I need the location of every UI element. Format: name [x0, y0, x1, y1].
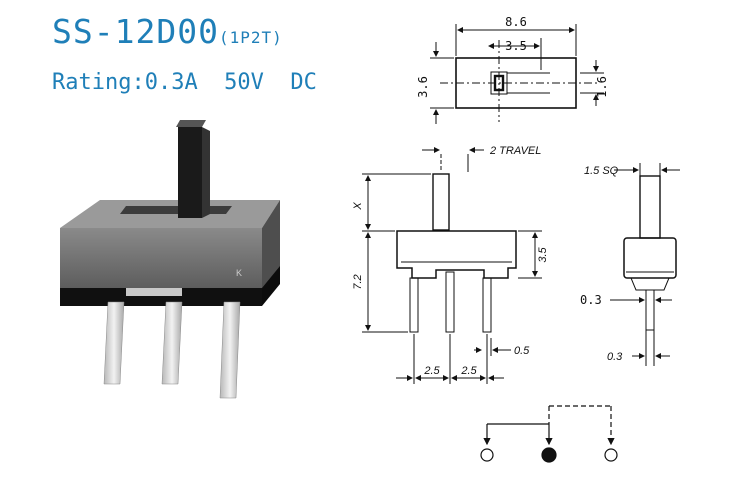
top-slider-height-label: 1.6: [595, 76, 609, 98]
side-view-drawing: [610, 163, 680, 366]
travel-label: 2 TRAVEL: [489, 145, 541, 157]
total-height-label: 7.2: [352, 274, 364, 289]
top-height-label: 3.6: [416, 76, 430, 98]
top-view-drawing: [430, 24, 604, 124]
top-width-label: 8.6: [505, 15, 527, 29]
pin-pitch-left-label: 2.5: [423, 365, 440, 377]
model-number: SS-12D00: [52, 12, 219, 51]
electrical-rating: Rating:0.3A 50V DC: [52, 70, 317, 95]
pin-tip-label: 0.3: [607, 351, 623, 363]
top-slider-width-label: 3.5: [505, 39, 527, 53]
front-view-drawing: [362, 147, 542, 384]
actuator-height-label: X: [352, 202, 364, 211]
product-title: SS-12D00(1P2T): [52, 12, 283, 51]
body-height-label: 3.5: [537, 246, 549, 262]
svg-text:K: K: [236, 268, 242, 278]
actuator-size-label: 1.5 SQ: [584, 165, 619, 177]
switch-product-image: K: [60, 120, 280, 399]
pole-configuration: (1P2T): [218, 28, 283, 47]
pin-thickness-label: 0.3: [580, 293, 602, 307]
circuit-schematic: [480, 405, 618, 463]
pin-width-label: 0.5: [514, 345, 530, 357]
pin-pitch-right-label: 2.5: [460, 365, 477, 377]
